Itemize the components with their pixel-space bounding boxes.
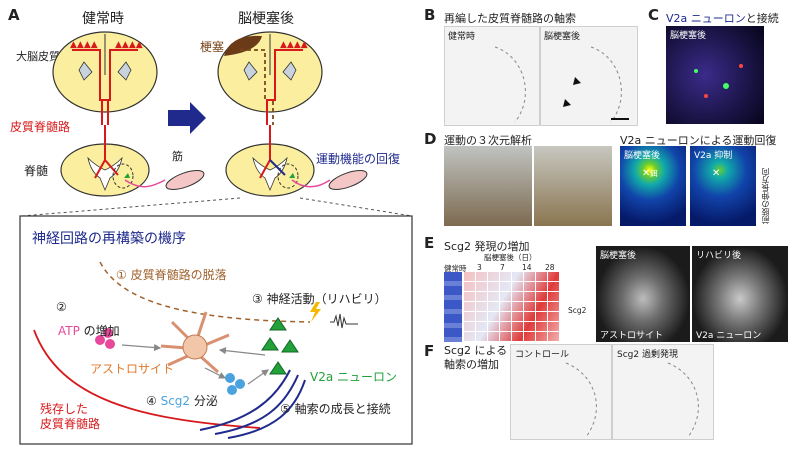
step3-text: ③ 神経活動（リハビリ）: [252, 292, 387, 306]
after-stroke-label: 脳梗塞後: [238, 11, 294, 27]
panel-a-label: A: [8, 6, 20, 24]
d-mouse-image-2: [534, 146, 612, 226]
f-overexp-label: Scg2 過剰発現: [617, 350, 678, 360]
step1-text: ① 皮質脊髄路の脱落: [116, 268, 227, 282]
secretion-text: 分泌: [193, 394, 218, 408]
infarct-label: 梗塞: [200, 40, 225, 54]
d-heatmap-stroke: 脳梗塞後 餌 ✕: [620, 146, 686, 226]
c-title-v2a: V2a ニューロン: [666, 12, 746, 25]
stroke-spinal-cord: [225, 125, 368, 197]
recovery-label: 運動機能の回復: [316, 152, 401, 166]
d-mouse-image-1: [444, 146, 532, 226]
svg-text:▲▲▲▲: ▲▲▲▲: [115, 40, 143, 50]
b-healthy-image: 健常時: [444, 26, 540, 126]
progression-arrow: [168, 102, 206, 134]
scg2-text: Scg2: [160, 394, 191, 408]
panel-f-title: Scg2 による 軸索の増加: [444, 344, 508, 371]
panel-c-title: V2a ニューロンと接続: [666, 10, 779, 26]
panel-d-label: D: [424, 130, 437, 148]
atp-text: ATP: [58, 324, 80, 338]
f-overexp-image: Scg2 過剰発現: [612, 344, 714, 440]
step2-marker: ②: [56, 300, 67, 314]
panel-b-label: B: [424, 6, 436, 24]
e-healthy-label: 健常時: [444, 264, 467, 273]
d-bait-label: 餌: [650, 169, 658, 178]
step4-marker: ④: [146, 394, 157, 408]
bait-x-icon: ✕: [642, 168, 651, 179]
e-img1-bottom: アストロサイト: [600, 331, 664, 341]
panel-a-diagram: ▲▲▲▲ ▲▲▲▲ ▲▲▲▲: [19, 31, 413, 445]
mechanism-title: 神経回路の再構築の機序: [32, 231, 186, 247]
mechanism-box: [19, 215, 413, 445]
muscle-label: 筋: [172, 150, 183, 163]
panel-c-label: C: [648, 6, 660, 24]
d-heatmap-inhibit: V2a 抑制 ✕: [690, 146, 756, 226]
healthy-brain: ▲▲▲▲ ▲▲▲▲: [52, 31, 158, 125]
astrocyte-cell: [160, 311, 230, 374]
f-control-image: コントロール: [510, 344, 612, 440]
b-stroke-label: 脳梗塞後: [544, 32, 581, 42]
lightning-icon: [310, 302, 321, 322]
step5-text: ⑤ 軸索の成長と接続: [280, 402, 391, 416]
v2a-label: V2a ニューロン: [310, 370, 398, 384]
e-img2-top: リハビリ後: [696, 251, 742, 261]
atp-increase-text: の増加: [83, 324, 120, 338]
panel-d-title-left: 運動の３次元解析: [444, 134, 532, 147]
panel-b-title: 再編した皮質脊髄路の軸索: [444, 12, 576, 25]
panel-e-label: E: [424, 234, 435, 252]
healthy-label: 健常時: [82, 11, 124, 27]
bait-x-icon-2: ✕: [712, 168, 721, 179]
spinal-cord-label: 脊髄: [24, 164, 49, 178]
b-healthy-label: 健常時: [448, 32, 476, 42]
b-stroke-image: 脳梗塞後: [540, 26, 638, 126]
svg-text:▲▲▲▲: ▲▲▲▲: [70, 40, 98, 50]
panel-f-label: F: [424, 342, 435, 360]
e-heatmap-stroke: [464, 272, 560, 342]
c-title-connect: と接続: [745, 12, 779, 25]
atp-label: ATP の増加: [58, 322, 120, 339]
residual-label: 残存した 皮質脊髄路: [40, 402, 101, 431]
e-day-3: 3: [477, 263, 482, 272]
panel-e-title: Scg2 発現の増加: [444, 240, 530, 253]
e-img2-bottom: V2a ニューロン: [696, 331, 762, 341]
cst-label: 皮質脊髄路: [10, 120, 71, 134]
e-day-14: 14: [522, 263, 532, 272]
e-day-28: 28: [545, 263, 555, 272]
c-stroke-label: 脳梗塞後: [670, 31, 707, 41]
d-stroke-label: 脳梗塞後: [624, 151, 661, 161]
d-inhibit-label: V2a 抑制: [694, 151, 733, 161]
e-astrocyte-image: 脳梗塞後 アストロサイト: [596, 246, 690, 342]
astrocyte-label: アストロサイト: [90, 362, 175, 376]
cortex-label: 大脳皮質: [16, 50, 60, 63]
svg-text:▲▲▲▲: ▲▲▲▲: [280, 40, 308, 50]
e-day-7: 7: [500, 263, 505, 272]
d-axis-label: 前肢の伸長方向: [761, 168, 770, 224]
step4-label: ④ Scg2 分泌: [146, 392, 218, 409]
e-heatmap-healthy: [444, 272, 462, 342]
healthy-spinal-cord: [60, 125, 205, 197]
e-days-label: 脳梗塞後（日）: [484, 253, 537, 262]
c-fluorescence-image: 脳梗塞後: [666, 26, 764, 124]
e-img1-top: 脳梗塞後: [600, 251, 637, 261]
v2a-neurons: [261, 317, 299, 375]
f-control-label: コントロール: [515, 350, 570, 360]
e-gene-label: Scg2: [568, 306, 587, 315]
stroke-brain: ▲▲▲▲: [217, 31, 323, 125]
panel-d-title-right: V2a ニューロンによる運動回復: [620, 134, 777, 147]
e-v2a-image: リハビリ後 V2a ニューロン: [692, 246, 788, 342]
